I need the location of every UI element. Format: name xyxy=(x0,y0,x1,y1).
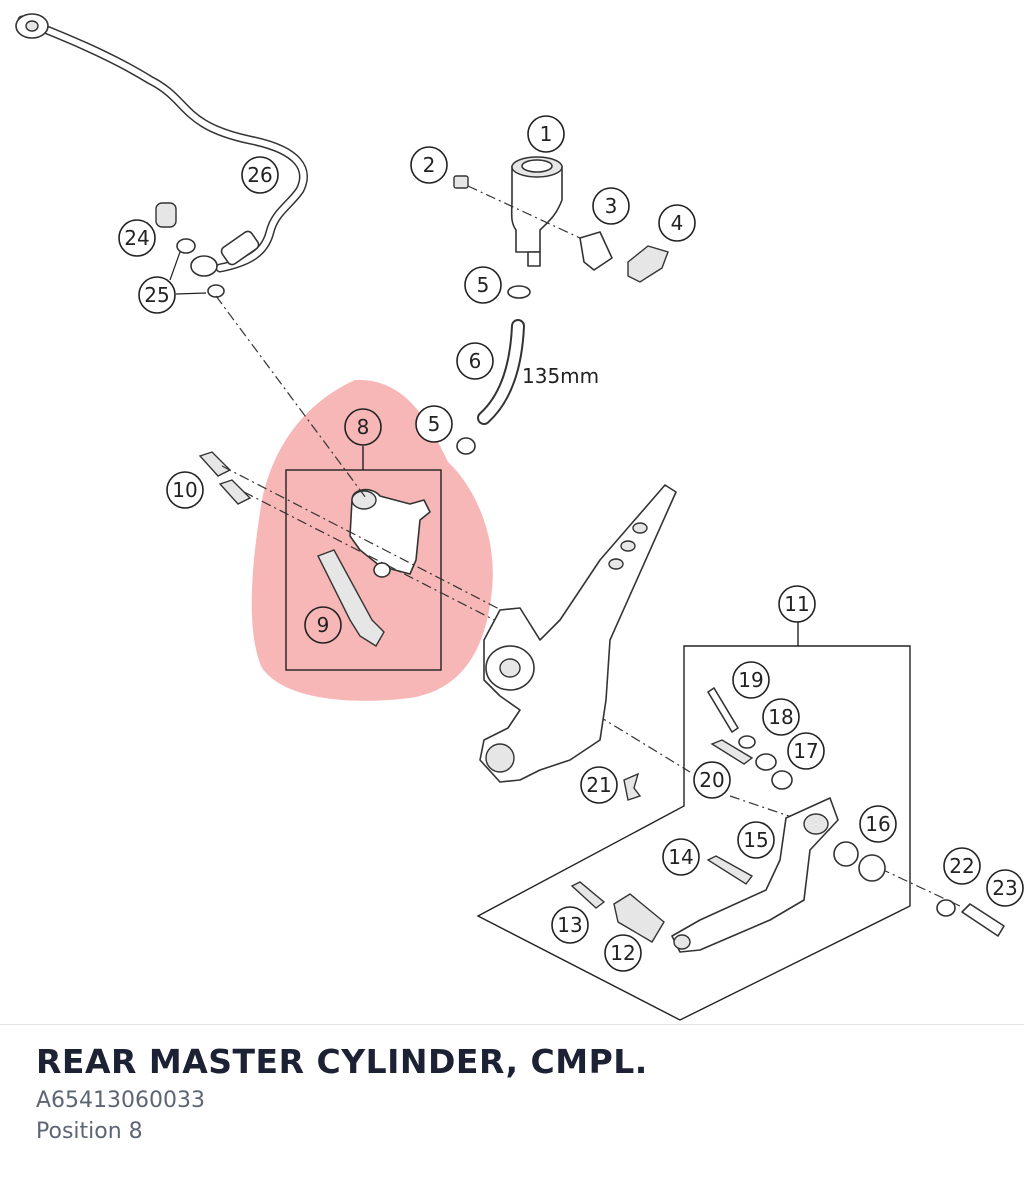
callout-26[interactable]: 26 xyxy=(241,156,279,194)
callout-18[interactable]: 18 xyxy=(762,698,800,736)
bolt-upper xyxy=(198,451,232,477)
callout-21[interactable]: 21 xyxy=(580,766,618,804)
parts-diagram: 135mm 1 2 3 4 5 6 5 8 9 10 11 12 13 14 1… xyxy=(15,13,1024,1021)
callout-17[interactable]: 17 xyxy=(787,732,825,770)
callout-22[interactable]: 22 xyxy=(943,847,981,885)
screw-13 xyxy=(570,881,606,909)
part-number: A65413060033 xyxy=(36,1088,206,1113)
svg-text:25: 25 xyxy=(144,283,169,307)
svg-text:5: 5 xyxy=(477,273,490,297)
divider xyxy=(0,1024,1024,1025)
hose-clamp-upper xyxy=(507,285,531,299)
callout-15[interactable]: 15 xyxy=(737,821,775,859)
callout-3[interactable]: 3 xyxy=(592,187,630,225)
svg-text:13: 13 xyxy=(557,913,582,937)
callout-13[interactable]: 13 xyxy=(551,906,589,944)
callout-9[interactable]: 9 xyxy=(304,606,342,644)
svg-text:17: 17 xyxy=(793,739,818,763)
callout-23[interactable]: 23 xyxy=(986,869,1024,907)
washer-lower xyxy=(207,284,225,298)
hose-sleeve xyxy=(220,230,260,266)
pin xyxy=(707,687,739,733)
svg-text:21: 21 xyxy=(586,773,611,797)
svg-text:14: 14 xyxy=(668,845,693,869)
banjo-fitting-bottom xyxy=(190,255,218,277)
svg-text:4: 4 xyxy=(671,211,684,235)
brake-pedal-frame xyxy=(476,645,911,1021)
callout-24[interactable]: 24 xyxy=(118,219,156,257)
pivot-bolt xyxy=(961,903,1005,937)
svg-text:2: 2 xyxy=(423,153,436,177)
bushing-17 xyxy=(755,753,777,771)
callout-1[interactable]: 1 xyxy=(527,115,565,153)
footrest-bracket xyxy=(479,484,677,783)
eccentric xyxy=(771,770,793,790)
svg-text:18: 18 xyxy=(768,705,793,729)
callout-2[interactable]: 2 xyxy=(410,146,448,184)
clip-set xyxy=(627,245,669,283)
svg-text:9: 9 xyxy=(317,613,330,637)
svg-text:1: 1 xyxy=(540,122,553,146)
master-cylinder-frame xyxy=(285,469,442,671)
svg-text:6: 6 xyxy=(469,349,482,373)
svg-text:11: 11 xyxy=(784,592,809,616)
callout-14[interactable]: 14 xyxy=(662,838,700,876)
svg-text:3: 3 xyxy=(605,194,618,218)
position-label: Position 8 xyxy=(36,1119,143,1144)
callout-16[interactable]: 16 xyxy=(859,805,897,843)
svg-text:26: 26 xyxy=(247,163,272,187)
callout-20[interactable]: 20 xyxy=(693,761,731,799)
screw-14 xyxy=(706,855,754,885)
washer-18 xyxy=(738,735,756,749)
svg-text:24: 24 xyxy=(124,226,149,250)
callout-4[interactable]: 4 xyxy=(658,204,696,242)
brake-pedal[interactable] xyxy=(671,797,839,953)
hose-length-label: 135mm xyxy=(522,364,599,388)
callout-6[interactable]: 6 xyxy=(456,342,494,380)
washer-upper xyxy=(176,238,196,254)
callout-10[interactable]: 10 xyxy=(166,471,204,509)
callout-8[interactable]: 8 xyxy=(344,408,382,446)
callout-12[interactable]: 12 xyxy=(604,934,642,972)
callout-25[interactable]: 25 xyxy=(138,276,176,314)
svg-text:10: 10 xyxy=(172,478,197,502)
svg-text:5: 5 xyxy=(428,412,441,436)
bleed-cap xyxy=(155,202,177,228)
svg-text:15: 15 xyxy=(743,828,768,852)
bushing-16a xyxy=(833,841,859,867)
svg-text:23: 23 xyxy=(992,876,1017,900)
spring xyxy=(623,772,642,801)
svg-text:8: 8 xyxy=(357,415,370,439)
pedal-pad xyxy=(613,893,665,943)
svg-text:19: 19 xyxy=(738,668,763,692)
reservoir-bracket xyxy=(579,231,613,271)
bushing-16b xyxy=(858,854,886,882)
push-rod[interactable] xyxy=(317,549,385,647)
svg-text:22: 22 xyxy=(949,854,974,878)
reservoir xyxy=(510,165,563,253)
svg-text:20: 20 xyxy=(699,768,724,792)
bolt-lower xyxy=(218,479,252,505)
callout-19[interactable]: 19 xyxy=(732,661,770,699)
hose-clamp-lower xyxy=(456,437,476,455)
callout-5-lower[interactable]: 5 xyxy=(415,405,453,443)
bolt-20 xyxy=(710,739,754,765)
svg-text:16: 16 xyxy=(865,812,890,836)
circlip xyxy=(936,899,956,917)
callout-11[interactable]: 11 xyxy=(778,585,816,623)
reservoir-screw xyxy=(453,175,469,189)
part-title: REAR MASTER CYLINDER, CMPL. xyxy=(36,1042,648,1081)
callout-5-upper[interactable]: 5 xyxy=(464,266,502,304)
svg-text:12: 12 xyxy=(610,941,635,965)
